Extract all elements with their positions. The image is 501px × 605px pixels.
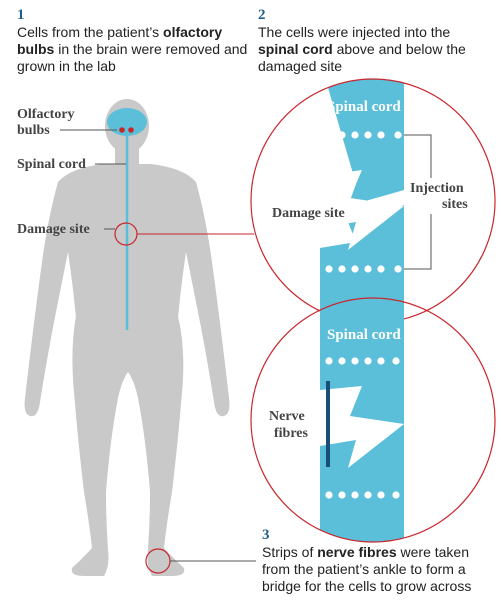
injection-leader-upper	[404, 134, 432, 178]
step-1-text: Cells from the patient’s olfactory bulbs…	[17, 24, 252, 75]
injection-label-2: sites	[442, 197, 468, 212]
olfactory-label-1: Olfactory	[17, 107, 75, 122]
injection-leader-lower	[404, 214, 432, 270]
step-3-number: 3	[262, 527, 270, 543]
olfactory-bulb-left	[119, 127, 125, 133]
step-1-text-b: in the brain were removed and grown in t…	[17, 41, 248, 74]
injection-label-1: Injection	[410, 181, 464, 196]
damage-site-label: Damage site	[17, 222, 90, 237]
spinal-cord-label: Spinal cord	[17, 157, 86, 172]
injection-dots-lower	[325, 265, 402, 273]
step-1-text-a: Cells from the patient’s	[17, 24, 164, 40]
step-2-text-b: above and below the damaged site	[258, 41, 466, 74]
olfactory-bulb-right	[128, 127, 134, 133]
step-2: 2 The cells were injected into the spina…	[258, 7, 490, 75]
top-circle-title: Spinal cord	[327, 99, 401, 115]
dots-lower-bottom	[325, 491, 400, 499]
step-2-text: The cells were injected into the spinal …	[258, 24, 490, 75]
dots-upper-bottom	[325, 357, 400, 365]
step-3-text: Strips of nerve fibres were taken from t…	[262, 544, 494, 595]
nerve-bridge-gap	[320, 386, 404, 468]
step-1-number: 1	[17, 7, 25, 23]
step-2-bold: spinal cord	[258, 41, 333, 57]
brain-shape	[107, 108, 147, 136]
step-3-text-a: Strips of	[262, 544, 318, 560]
nerve-label-1: Nerve	[269, 409, 305, 424]
step-3-bold: nerve fibres	[317, 544, 397, 560]
step-2-number: 2	[258, 7, 266, 23]
injection-dots-upper	[325, 131, 402, 139]
olfactory-label-2: bulbs	[17, 123, 50, 138]
bottom-circle-title: Spinal cord	[327, 327, 401, 343]
step-1-bold: olfactory bulbs	[17, 24, 223, 57]
magnified-circle-bottom: Spinal cord Nerve fibres	[250, 297, 496, 543]
step-2-text-a: The cells were injected into the	[258, 24, 451, 40]
nerve-label-2: fibres	[274, 426, 309, 441]
step-1: 1 Cells from the patient’s olfactory bul…	[17, 7, 252, 75]
damage-gap-top	[320, 170, 404, 250]
step-3-text-b: were taken from the patient’s ankle to f…	[262, 544, 472, 594]
step-3: 3 Strips of nerve fibres were taken from…	[262, 527, 494, 595]
top-circle-damage-label: Damage site	[272, 206, 345, 221]
